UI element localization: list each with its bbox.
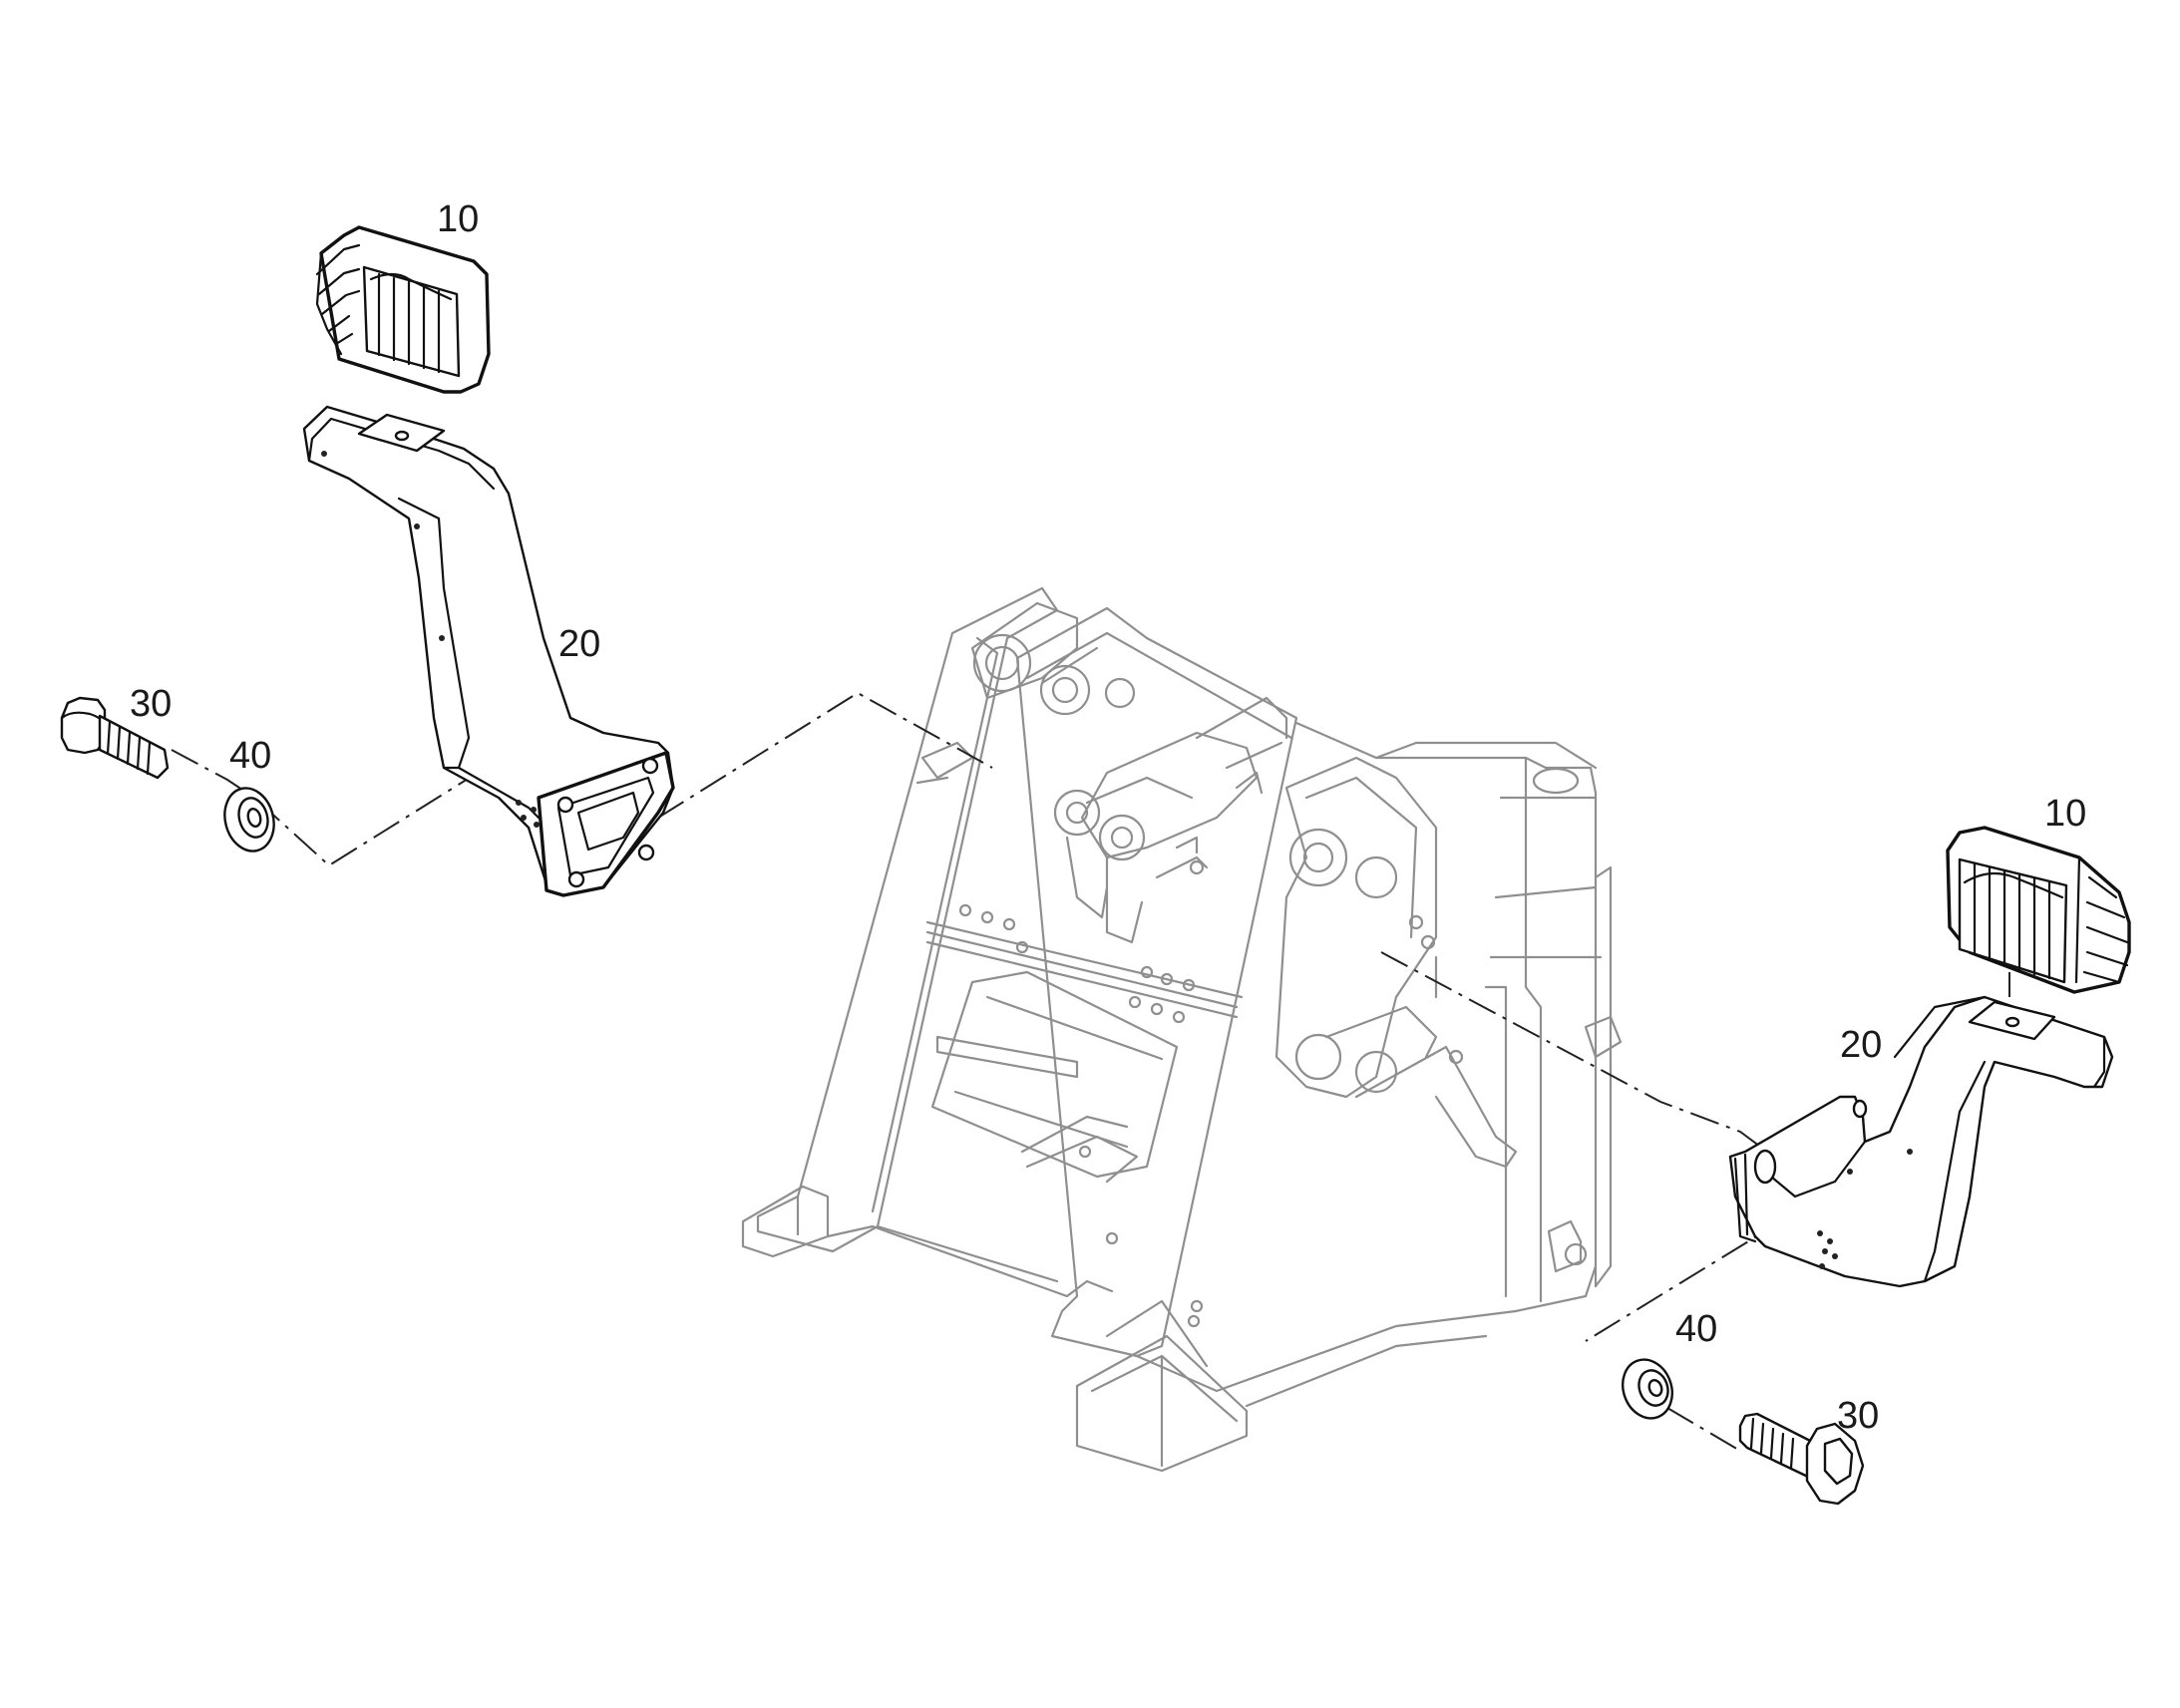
callout-right-light: 10: [2044, 793, 2086, 835]
frame-bolt-holes: [958, 859, 1464, 1328]
callout-left-bracket: 20: [558, 623, 600, 665]
callout-left-washer: 40: [229, 735, 271, 777]
callout-left-light: 10: [437, 198, 479, 240]
left-bolt: [60, 696, 170, 780]
right-bolt: [1738, 1412, 1865, 1506]
right-washer: [1622, 1358, 1673, 1420]
left-work-light: [315, 225, 491, 394]
loader-front-frame: [741, 586, 1623, 1473]
callout-left-bolt: 30: [130, 683, 172, 725]
left-washer: [223, 787, 275, 853]
right-step-bracket: [1728, 995, 2114, 1288]
left-step-bracket: [302, 405, 675, 897]
callout-right-bolt: 30: [1837, 1395, 1879, 1437]
callout-right-washer: 40: [1675, 1308, 1717, 1350]
callout-right-bracket: 20: [1840, 1024, 1882, 1066]
right-work-light: [1946, 826, 2131, 994]
